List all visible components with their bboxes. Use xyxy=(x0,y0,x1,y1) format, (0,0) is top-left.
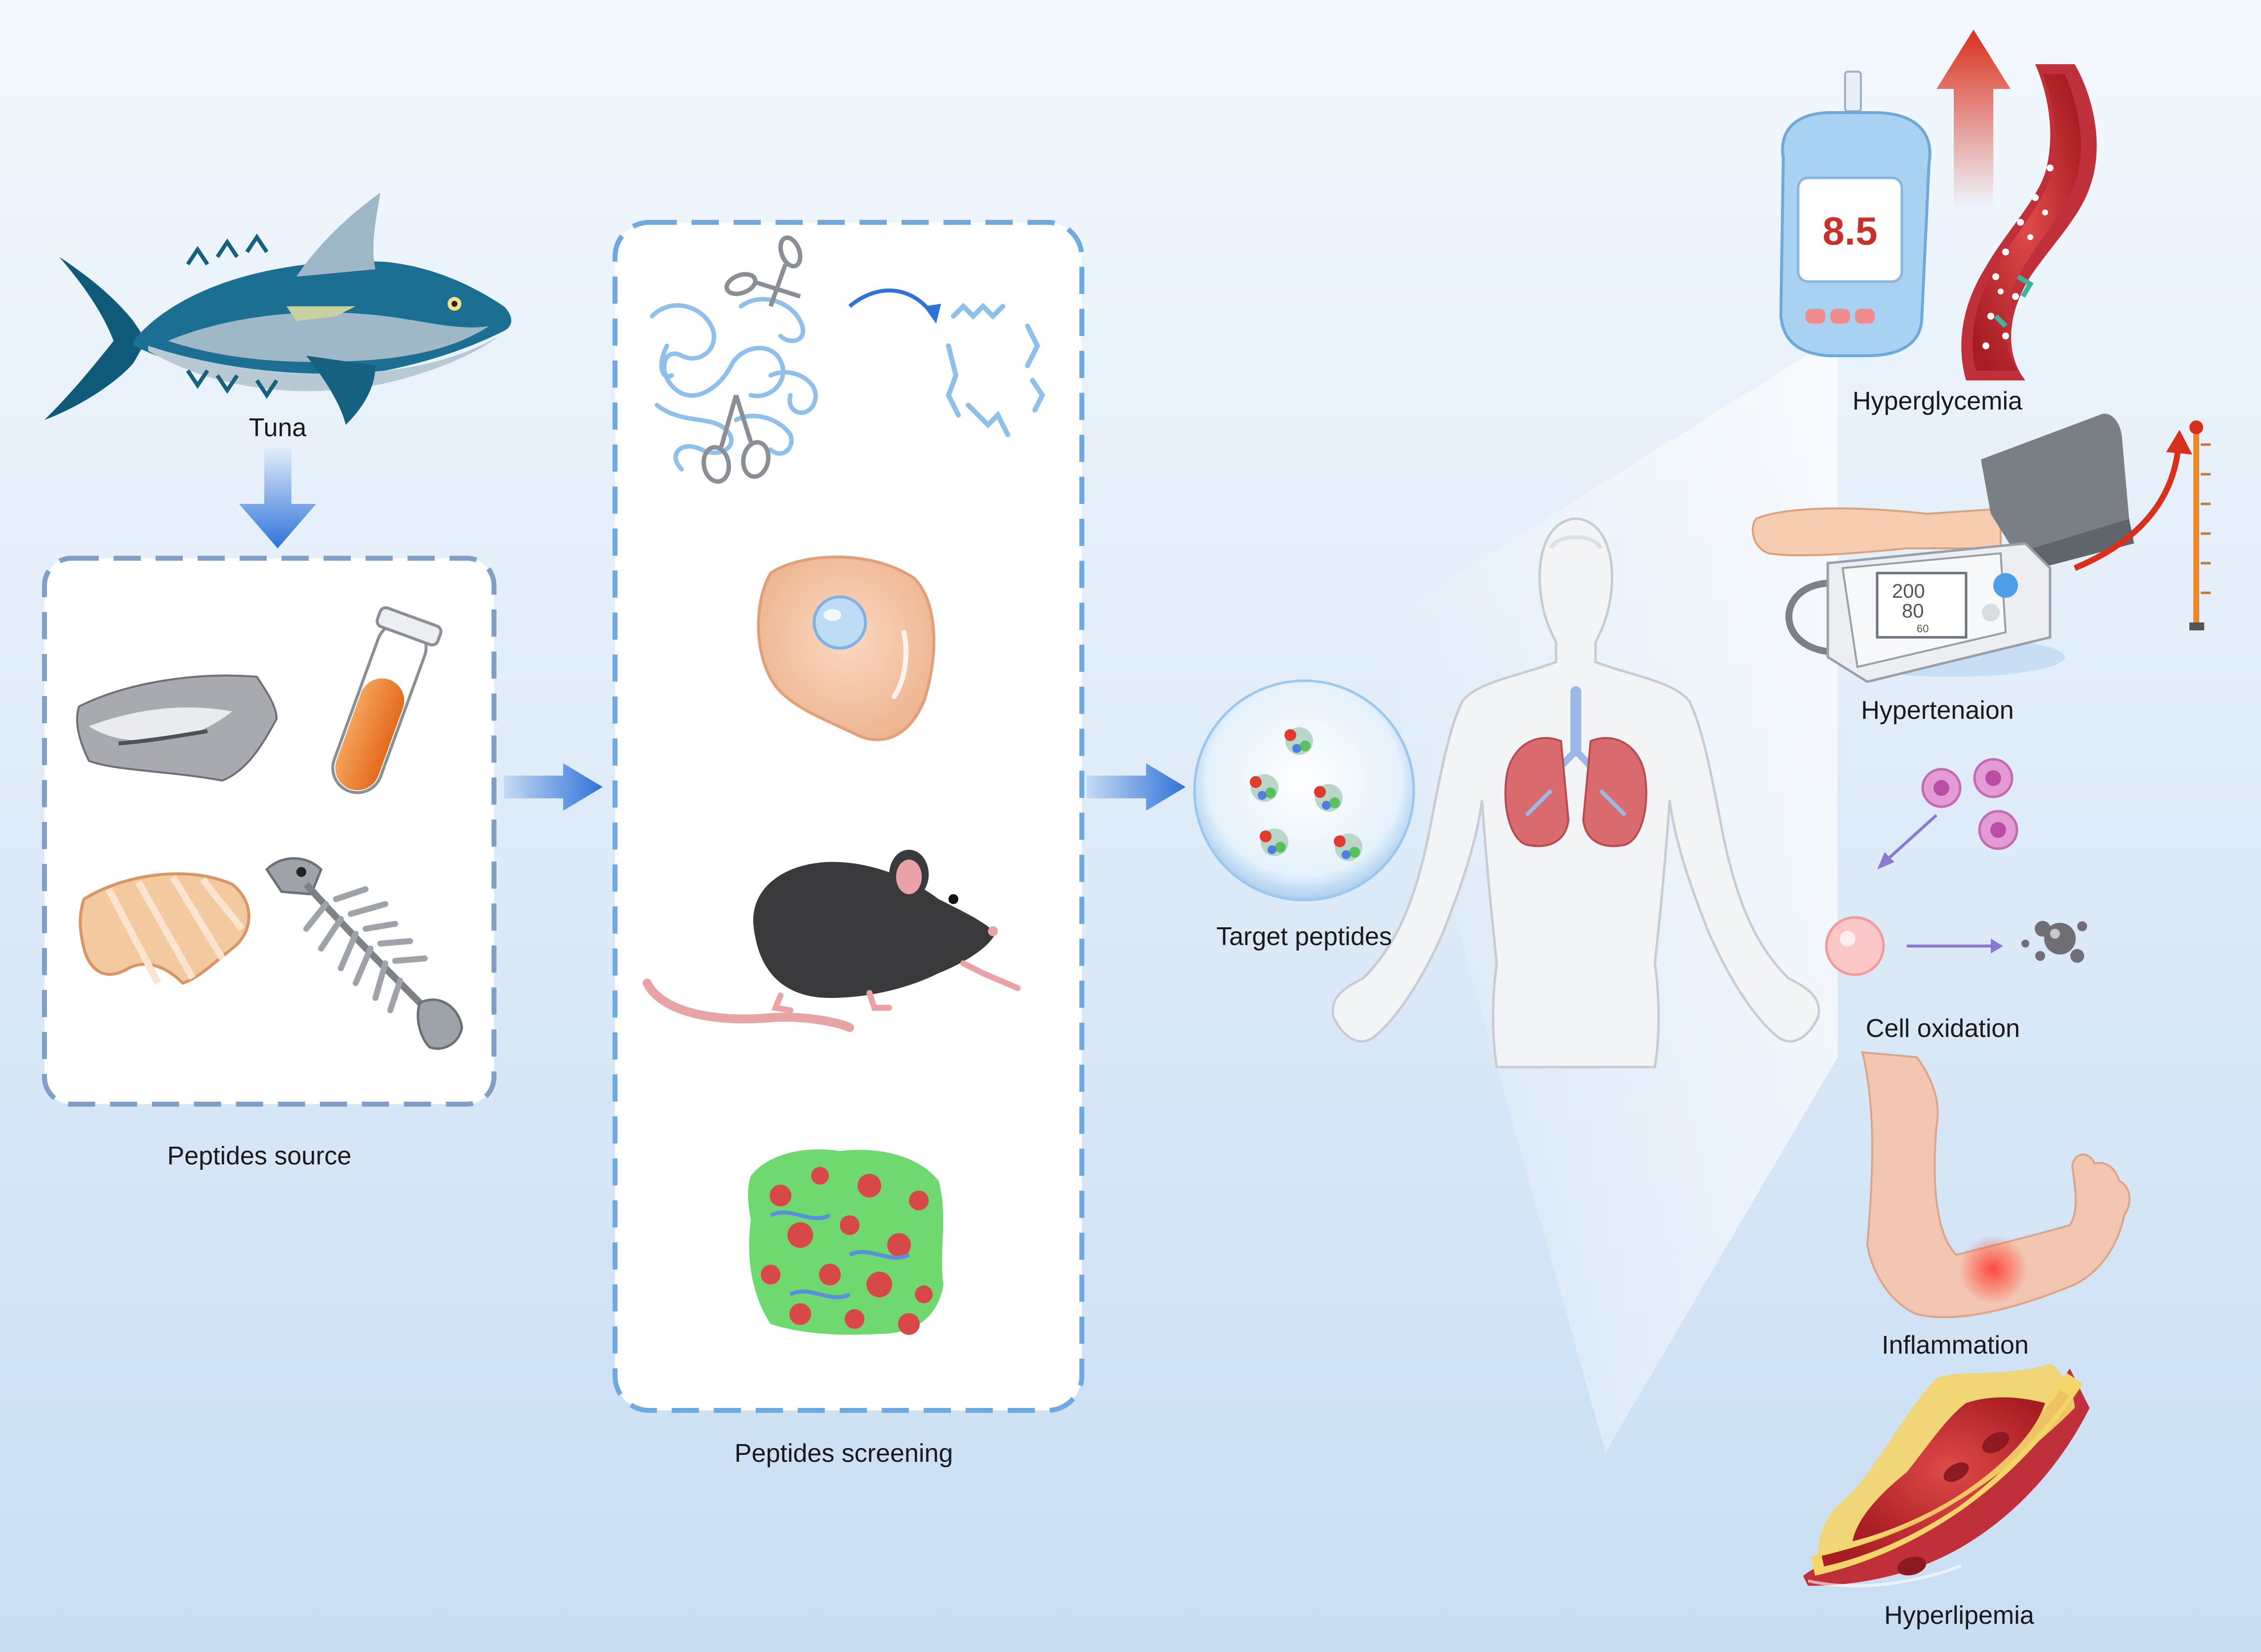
protein-hydrolysis-icon xyxy=(650,289,1045,472)
artery-plaque-icon xyxy=(1803,1363,2090,1587)
label-hyperlipemia: Hyperlipemia xyxy=(1884,1601,2034,1630)
blood-vessel-icon xyxy=(1961,64,2097,380)
cell-icon xyxy=(757,555,936,742)
arm-icon xyxy=(1752,413,2134,573)
bp-diastolic: 80 xyxy=(1902,600,1924,622)
arrow-source-to-screening xyxy=(504,763,603,811)
peptide-sphere-icon xyxy=(1193,679,1415,902)
human-body-icon xyxy=(1331,517,1820,1069)
blood-pressure-monitor-icon: 200 80 60 xyxy=(1785,542,2065,683)
test-tube-icon xyxy=(331,606,443,794)
thermometer-icon xyxy=(2189,420,2211,630)
bp-systolic: 200 xyxy=(1892,580,1925,602)
red-curved-arrowhead xyxy=(2166,430,2192,454)
label-tuna: Tuna xyxy=(248,413,307,442)
label-cell-oxidation: Cell oxidation xyxy=(1865,1014,2020,1043)
label-peptides-source: Peptides source xyxy=(167,1142,352,1170)
bp-pulse: 60 xyxy=(1917,622,1929,635)
protein-structure-icon xyxy=(748,1149,944,1335)
red-curved-arrow xyxy=(2073,444,2181,571)
fish-bone-icon xyxy=(265,857,463,1050)
red-up-arrow xyxy=(1936,30,2011,207)
scissors-icon xyxy=(701,394,771,484)
fish-meat-icon xyxy=(79,872,250,985)
label-hyperglycemia: Hyperglycemia xyxy=(1852,387,2022,415)
label-inflammation: Inflammation xyxy=(1882,1331,2029,1360)
peptides-screening-box xyxy=(613,220,1084,1413)
glucometer-icon: 8.5 xyxy=(1779,71,1932,357)
label-target-peptides: Target peptides xyxy=(1216,922,1392,951)
lungs-icon xyxy=(1504,686,1647,847)
glucometer-reading: 8.5 xyxy=(1822,209,1877,253)
label-hypertension: Hypertenaion xyxy=(1861,696,2014,725)
fish-skin-icon xyxy=(76,674,278,782)
cells-icon xyxy=(1825,758,2087,976)
arm-icon xyxy=(1861,1051,2131,1319)
scissors-icon xyxy=(724,235,803,307)
arrow-screening-to-target xyxy=(1087,763,1186,811)
arrow-tuna-to-source xyxy=(239,445,316,548)
tuna-fish-icon xyxy=(44,193,511,425)
label-peptides-screening: Peptides screening xyxy=(734,1439,953,1468)
mouse-icon xyxy=(643,850,1021,1032)
